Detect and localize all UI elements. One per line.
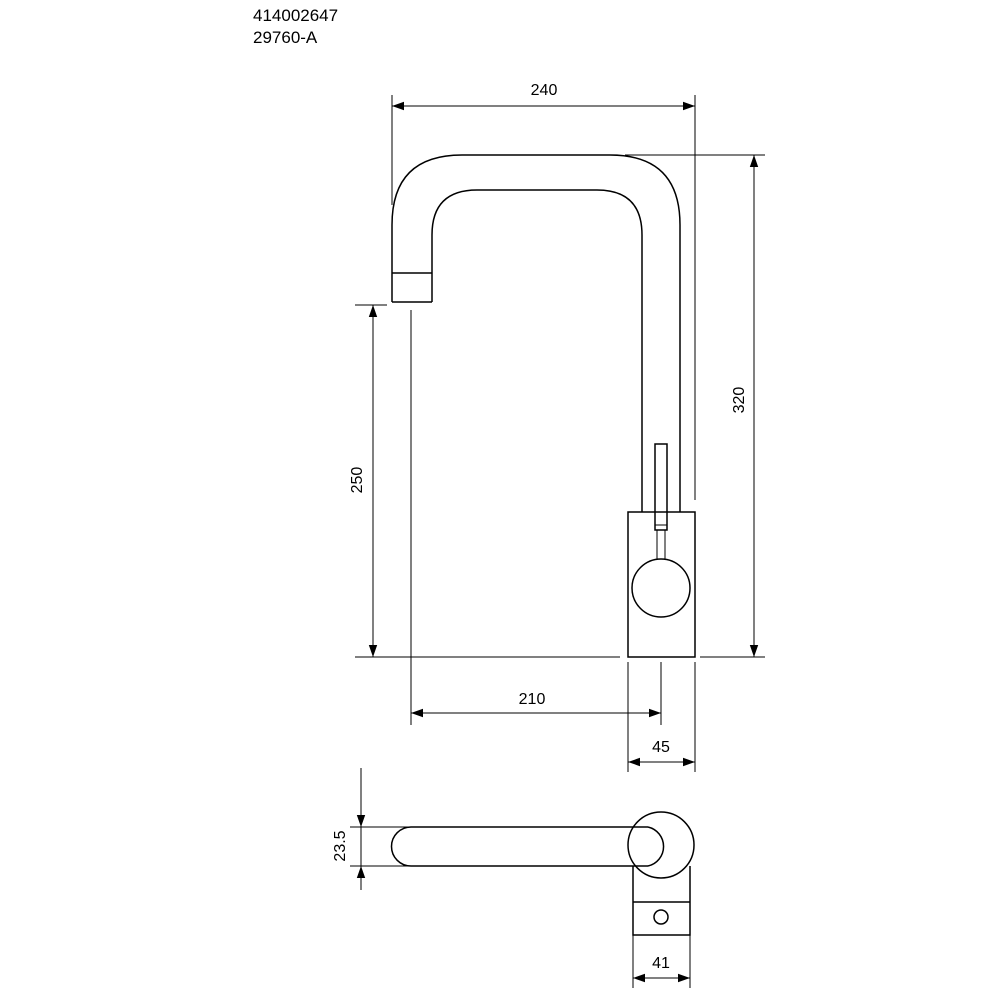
dimension-23-5: 23.5	[332, 768, 411, 890]
dimension-45: 45	[627, 662, 696, 772]
dimension-240-label: 240	[531, 82, 558, 99]
base-mount-hole	[653, 909, 669, 925]
dimension-250: 250	[349, 304, 620, 658]
faucet-body	[627, 511, 696, 658]
dimension-23-5-label: 23.5	[332, 830, 349, 861]
dimension-320: 320	[625, 154, 765, 658]
base-top-body	[632, 866, 691, 936]
title-block: 414002647 29760-A	[253, 5, 338, 49]
base-top-outer-circle	[627, 811, 695, 879]
dimension-210-label: 210	[519, 691, 546, 708]
drawing-number: 29760-A	[253, 28, 318, 47]
lever-handle	[654, 443, 668, 531]
dimension-320-label: 320	[731, 387, 748, 414]
dimension-45-label: 45	[652, 739, 670, 756]
spout-outer-contour	[391, 154, 681, 512]
spout-top-end-arc	[647, 826, 665, 867]
dimension-250-label: 250	[349, 467, 366, 494]
dimension-41-label: 41	[652, 955, 670, 972]
lever-cartridge-circle	[631, 558, 691, 618]
dimension-240: 240	[391, 82, 696, 500]
faucet-side-view	[391, 154, 696, 658]
faucet-top-view	[390, 811, 695, 936]
spout-inner-contour	[431, 189, 643, 512]
spout-top-outline	[390, 826, 648, 867]
article-number: 414002647	[253, 6, 339, 25]
dimension-41: 41	[632, 935, 691, 988]
dimension-210: 210	[410, 310, 662, 725]
